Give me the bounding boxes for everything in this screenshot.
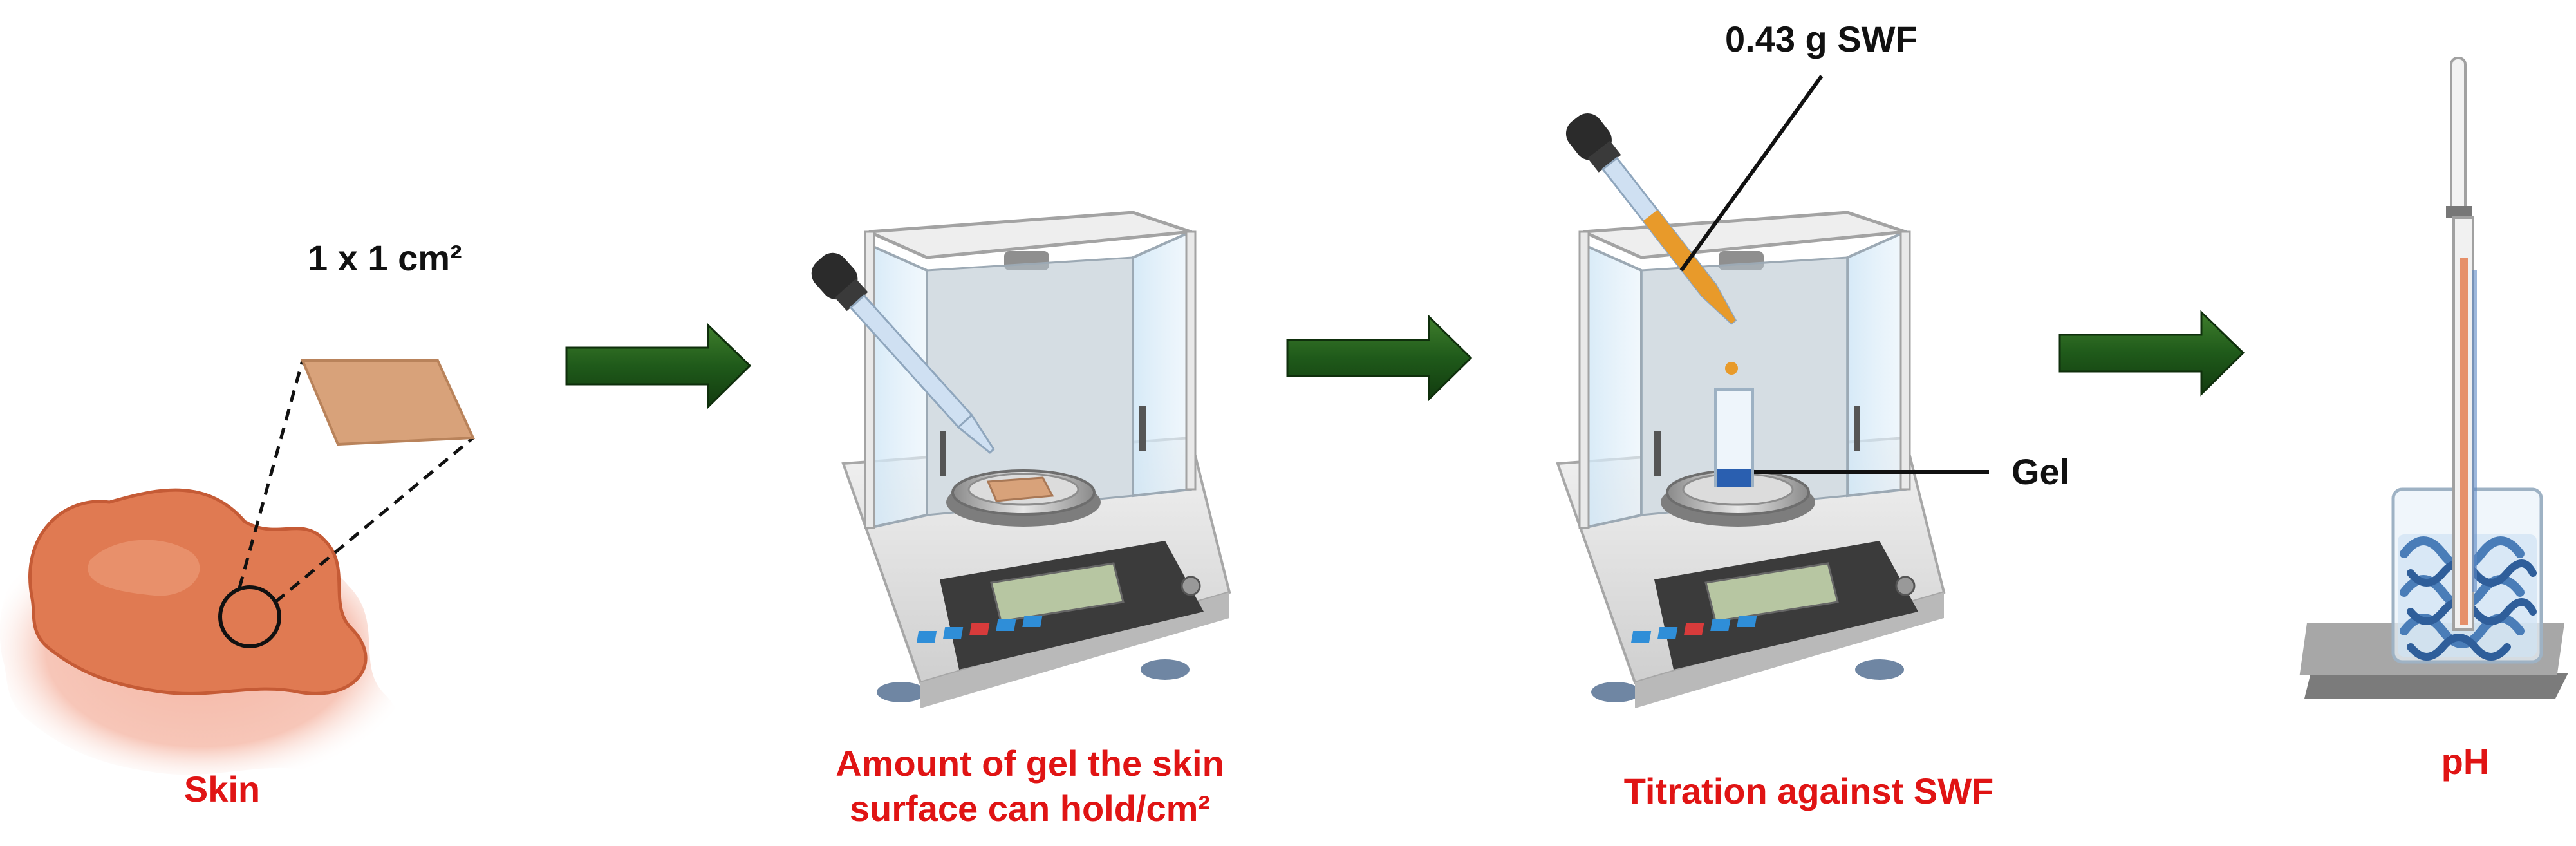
step2-label-line1: Amount of gel the skin — [835, 743, 1224, 784]
skin-sample-on-pan — [986, 476, 1054, 502]
zoom-line-left — [238, 360, 304, 588]
beaker-icon — [2299, 487, 2568, 699]
step4-label: pH — [2441, 741, 2490, 782]
skin-patch-icon — [0, 488, 402, 776]
skin-piece-label: 1 x 1 cm² — [308, 238, 462, 278]
step3-label: Titration against SWF — [1624, 771, 1994, 811]
right-arrow-icon — [1286, 314, 1473, 402]
gel-label: Gel — [2011, 451, 2069, 492]
dropper-icon — [1558, 106, 1750, 335]
right-arrow-icon — [565, 323, 752, 409]
step2-label-line2: surface can hold/cm² — [850, 788, 1210, 829]
ph-electrode-icon — [2446, 57, 2477, 631]
zoom-line-right — [274, 437, 474, 603]
test-tube-icon — [1714, 388, 1754, 487]
swf-mass-label: 0.43 g SWF — [1725, 19, 1918, 59]
skin-label: Skin — [184, 769, 260, 809]
swf-pointer-line — [1679, 75, 1824, 272]
sample-area-circle — [218, 585, 281, 648]
right-arrow-icon — [2058, 310, 2245, 397]
analytical-balance-icon — [843, 212, 1229, 708]
skin-piece-square — [300, 359, 476, 446]
swf-drop — [1725, 362, 1738, 375]
